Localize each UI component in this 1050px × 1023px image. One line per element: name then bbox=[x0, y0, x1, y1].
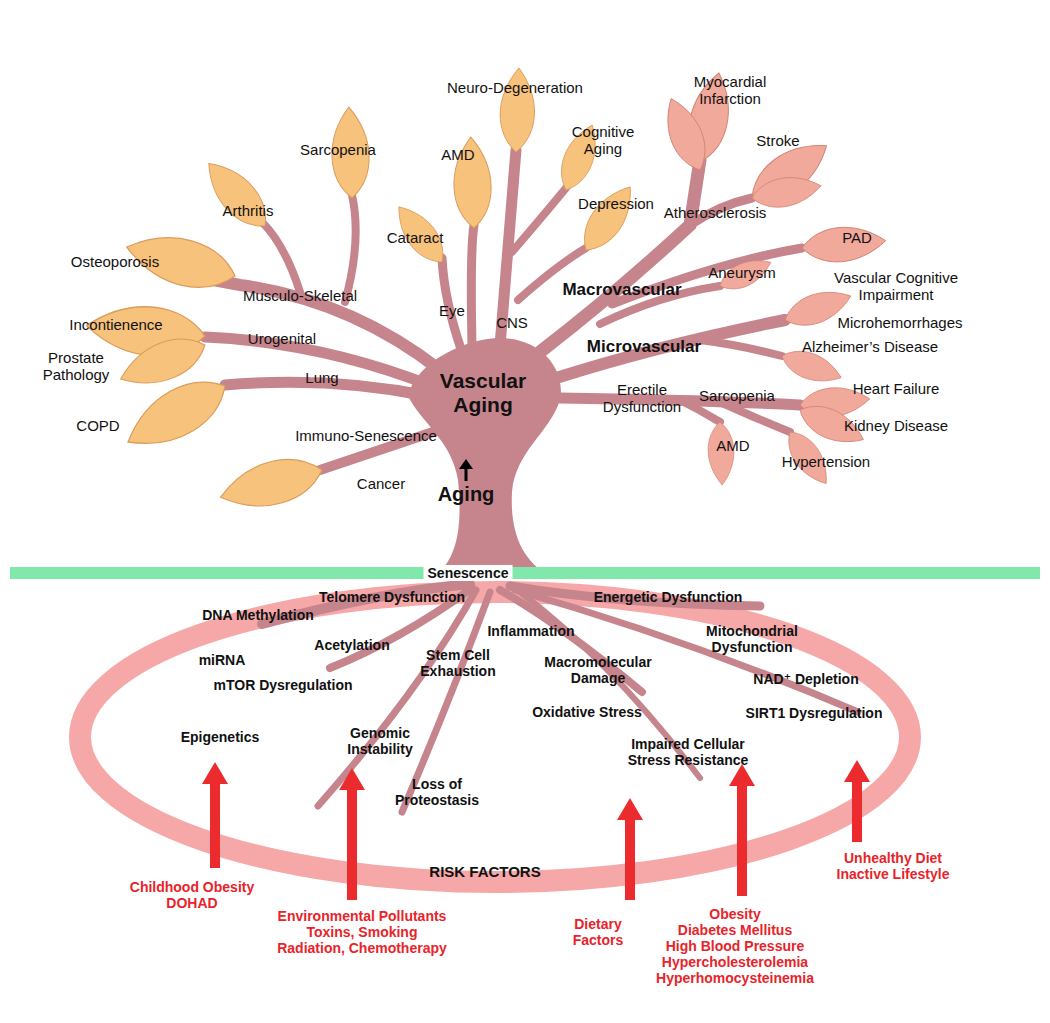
branch-label: AMD bbox=[716, 437, 749, 454]
arrow-head bbox=[202, 762, 228, 784]
branch-label: Vascular Aging bbox=[440, 369, 526, 417]
branch-label: Depression bbox=[578, 195, 654, 212]
branch-label: Microvascular bbox=[587, 337, 701, 357]
branch bbox=[700, 340, 782, 356]
leaf bbox=[215, 449, 327, 517]
root-label: miRNA bbox=[199, 652, 246, 668]
arrow-head bbox=[459, 459, 473, 469]
branch-label: Cataract bbox=[387, 229, 444, 246]
branch-label: Myocardial Infarction bbox=[694, 73, 767, 108]
branch-label: Lung bbox=[305, 369, 338, 386]
branch-label: Heart Failure bbox=[853, 380, 940, 397]
leaf bbox=[573, 178, 643, 259]
branch-label: Cognitive Aging bbox=[572, 123, 635, 158]
risk-factor-label: Dietary Factors bbox=[573, 916, 624, 948]
branch bbox=[471, 225, 474, 346]
branch-label: Immuno-Senescence bbox=[295, 427, 437, 444]
root-label: Genomic Instability bbox=[347, 725, 412, 757]
root-label: Epigenetics bbox=[181, 729, 260, 745]
branch-label: Prostate Pathology bbox=[43, 349, 110, 384]
root bbox=[515, 590, 858, 712]
branch-label: Microhemorrhages bbox=[837, 314, 962, 331]
root-label: Inflammation bbox=[487, 623, 574, 639]
branch bbox=[262, 222, 300, 292]
risk-factor-label: Environmental Pollutants Toxins, Smoking… bbox=[277, 908, 447, 956]
branch-label: Erectile Dysfunction bbox=[603, 381, 681, 416]
root-label: SIRT1 Dysregulation bbox=[746, 705, 883, 721]
ground-line bbox=[10, 567, 1040, 579]
root-label: Oxidative Stress bbox=[532, 704, 642, 720]
branch-label: Neuro-Degeneration bbox=[447, 79, 583, 96]
branch-label: Cancer bbox=[357, 475, 405, 492]
arrow-head bbox=[844, 760, 870, 782]
leaf bbox=[801, 224, 888, 265]
risk-arrows bbox=[202, 760, 870, 900]
root-label: Acetylation bbox=[314, 637, 389, 653]
branch-label: Aging bbox=[438, 483, 495, 506]
branch-label: CNS bbox=[496, 314, 528, 331]
root-label: Energetic Dysfunction bbox=[594, 589, 743, 605]
branch-label: COPD bbox=[76, 417, 119, 434]
branch-label: Alzheimer’s Disease bbox=[802, 338, 938, 355]
arrow-shaft bbox=[465, 468, 468, 481]
branch-label: Hypertension bbox=[782, 453, 870, 470]
risk-ring bbox=[80, 592, 910, 882]
branch bbox=[540, 160, 700, 352]
branch-label: Eye bbox=[439, 302, 465, 319]
arrow-head bbox=[617, 798, 643, 820]
tree-roots bbox=[262, 584, 858, 812]
branch-label: Osteoporosis bbox=[71, 253, 159, 270]
branch-label: Musculo-Skeletal bbox=[243, 287, 357, 304]
branch-label: Sarcopenia bbox=[300, 141, 376, 158]
branch-label: Atherosclerosis bbox=[664, 204, 767, 221]
root-label: Impaired Cellular Stress Resistance bbox=[628, 736, 749, 768]
root-label: Telomere Dysfunction bbox=[319, 589, 465, 605]
root-label: RISK FACTORS bbox=[429, 863, 540, 880]
root-label: Stem Cell Exhaustion bbox=[420, 647, 495, 679]
risk-factor-label: Childhood Obesity DOHAD bbox=[130, 879, 254, 911]
branch-label: Stroke bbox=[756, 132, 799, 149]
aging-arrow bbox=[459, 459, 473, 481]
root-label: Mitochondrial Dysfunction bbox=[706, 623, 798, 655]
branch-label: Incontienence bbox=[69, 316, 162, 333]
arrow-shaft bbox=[737, 784, 747, 896]
leaf bbox=[117, 366, 237, 462]
root-label: Loss of Proteostasis bbox=[395, 776, 479, 808]
branch bbox=[512, 188, 566, 252]
arrow-shaft bbox=[347, 788, 357, 900]
branch bbox=[556, 320, 785, 378]
root-label: Macromolecular Damage bbox=[544, 654, 651, 686]
branch-label: Urogenital bbox=[248, 330, 316, 347]
risk-factor-label: Unhealthy Diet Inactive Lifestyle bbox=[837, 850, 950, 882]
arrow-shaft bbox=[210, 782, 220, 868]
root-label: DNA Methylation bbox=[202, 607, 313, 623]
risk-factor-label: Obesity Diabetes Mellitus High Blood Pre… bbox=[656, 906, 814, 986]
branch-label: Aneurysm bbox=[708, 264, 776, 281]
branch-label: Kidney Disease bbox=[844, 417, 948, 434]
branch bbox=[345, 195, 356, 302]
arrow-shaft bbox=[625, 818, 635, 900]
root-label: Senescence bbox=[424, 565, 513, 581]
root-label: mTOR Dysregulation bbox=[214, 677, 353, 693]
arrow-shaft bbox=[852, 780, 862, 842]
leaf bbox=[196, 152, 278, 237]
branch-label: Arthritis bbox=[223, 202, 274, 219]
branch-label: Macrovascular bbox=[562, 280, 681, 300]
branch-label: AMD bbox=[441, 146, 474, 163]
arrow-head bbox=[339, 768, 365, 790]
branch bbox=[720, 402, 790, 432]
leaf bbox=[741, 131, 837, 214]
branch-label: Vascular Cognitive Impairment bbox=[834, 269, 958, 304]
branch-label: PAD bbox=[842, 229, 872, 246]
tree-trunk bbox=[408, 338, 561, 578]
branch-label: Sarcopenia bbox=[699, 387, 775, 404]
root-label: NAD⁺ Depletion bbox=[753, 671, 858, 687]
